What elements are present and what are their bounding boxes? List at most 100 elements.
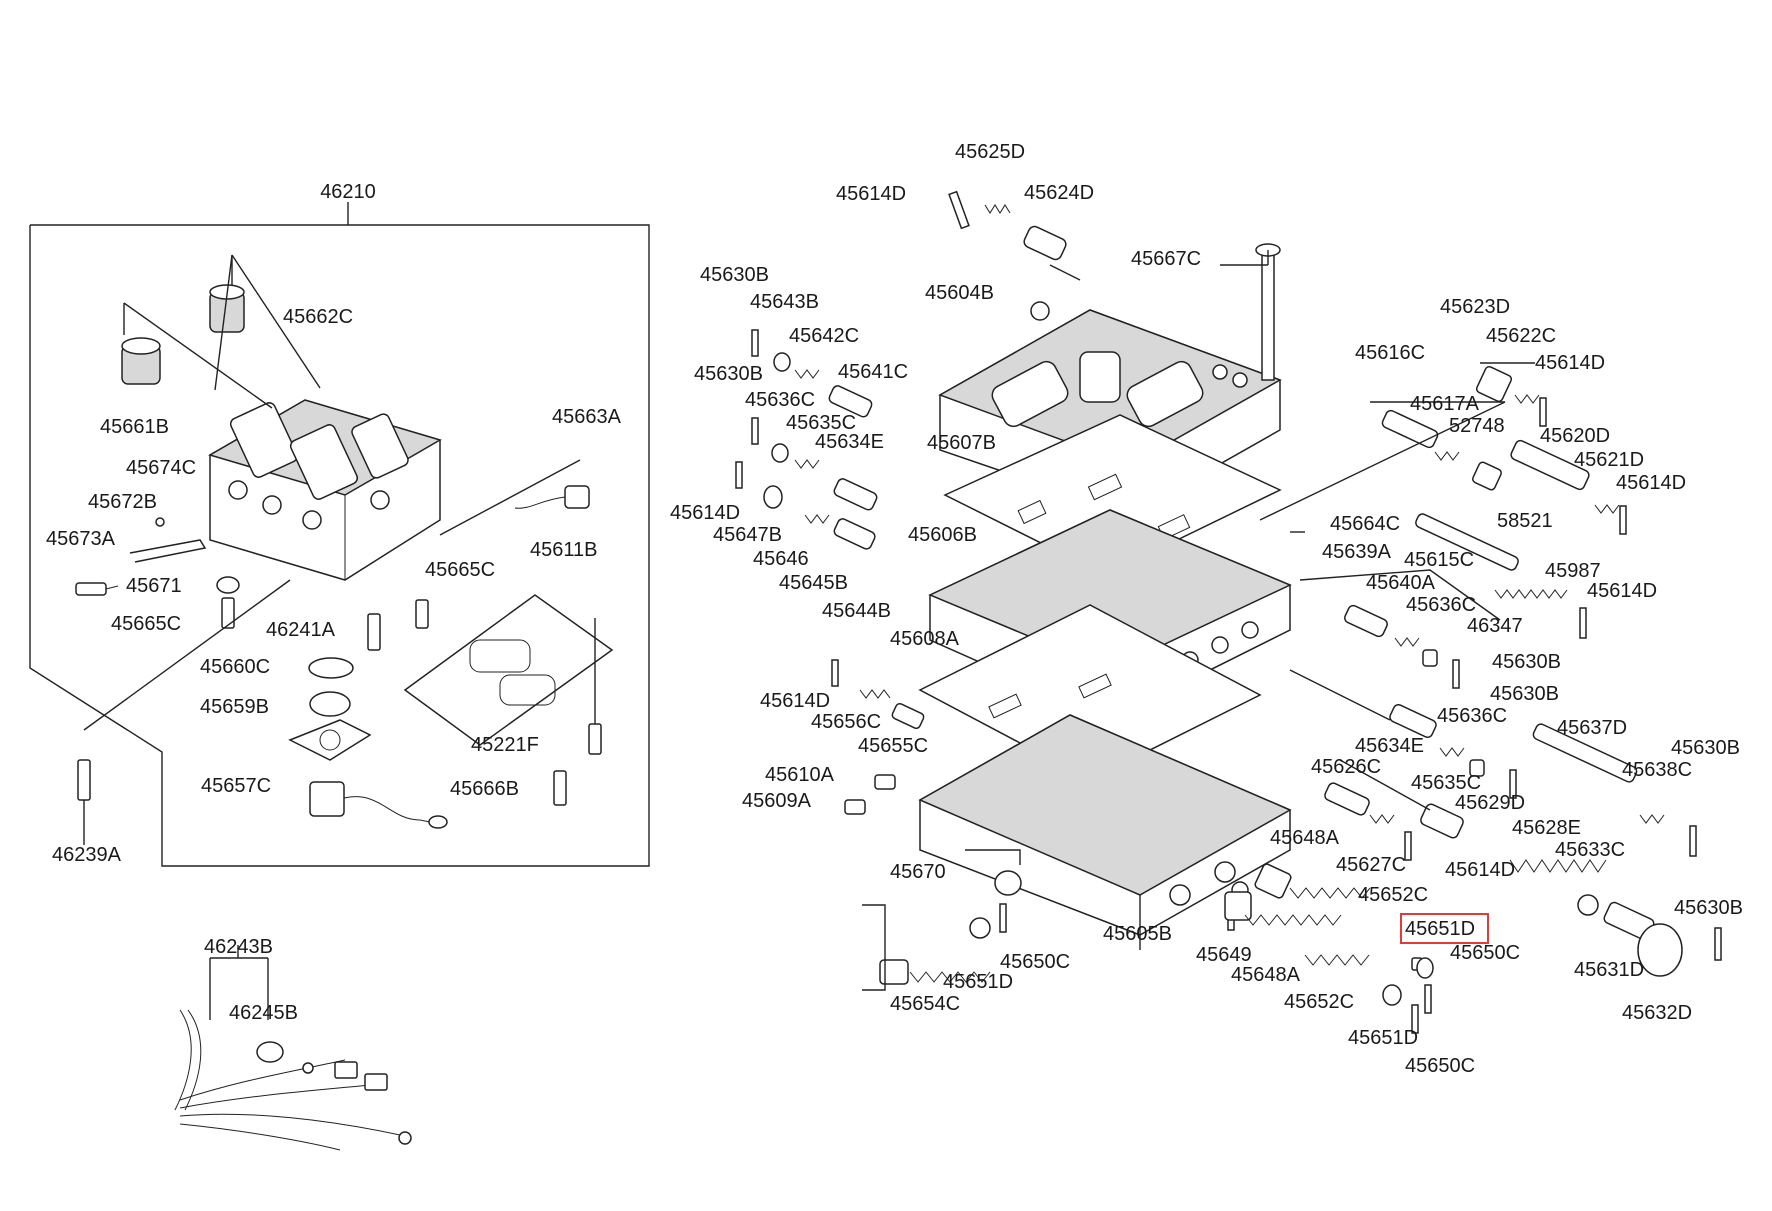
bolt-45666b: [553, 770, 567, 806]
label-45641c: 45641C: [838, 361, 908, 383]
plate-45611b: [403, 594, 614, 746]
solenoid-assembly-group: [29, 202, 650, 867]
label-45609a: 45609A: [742, 790, 812, 812]
label-45643b: 45643B: [750, 291, 819, 313]
label-45645b: 45645B: [779, 572, 848, 594]
label-45605b: 45605B: [1103, 923, 1172, 945]
label-45630b-1: 45630B: [700, 264, 769, 286]
label-45665c-a: 45665C: [425, 559, 495, 581]
leader-lines: [1220, 250, 1535, 811]
label-45628e: 45628E: [1512, 817, 1581, 839]
bolt-45665c: [221, 597, 429, 651]
label-58521: 58521: [1497, 510, 1553, 532]
label-45667c: 45667C: [1131, 248, 1201, 270]
label-45608a: 45608A: [890, 628, 960, 650]
label-45630b-4: 45630B: [1490, 683, 1559, 705]
label-45987: 45987: [1545, 560, 1601, 582]
label-45636c-1: 45636C: [745, 389, 815, 411]
wiring-harness: [174, 945, 412, 1151]
label-45630b-5: 45630B: [1671, 737, 1740, 759]
label-45634e-1: 45634E: [815, 431, 884, 453]
label-45648a-1: 45648A: [1270, 827, 1340, 849]
label-45638c: 45638C: [1622, 759, 1692, 781]
label-45636c-3: 45636C: [1437, 705, 1507, 727]
label-45659b: 45659B: [200, 696, 269, 718]
label-45640a: 45640A: [1366, 572, 1436, 594]
label-45627c: 45627C: [1336, 854, 1406, 876]
label-45622c: 45622C: [1486, 325, 1556, 347]
label-45639a: 45639A: [1322, 541, 1392, 563]
label-45657c: 45657C: [201, 775, 271, 797]
label-45672b: 45672B: [88, 491, 157, 513]
label-45614d-6: 45614D: [760, 690, 830, 712]
label-45673a: 45673A: [46, 528, 116, 550]
label-45650c-3: 45650C: [1405, 1055, 1475, 1077]
label-45625d: 45625D: [955, 141, 1025, 163]
label-46243b: 46243B: [204, 936, 273, 958]
label-45610a: 45610A: [765, 764, 835, 786]
label-45635c-1: 45635C: [786, 412, 856, 434]
label-45656c: 45656C: [811, 711, 881, 733]
label-45617a: 45617A: [1410, 393, 1480, 415]
bolt-45673a: [75, 582, 119, 596]
label-45614d-2: 45614D: [670, 502, 740, 524]
label-45637d: 45637D: [1557, 717, 1627, 739]
label-45626c: 45626C: [1311, 756, 1381, 778]
label-45670: 45670: [890, 861, 946, 883]
bracket-45672b: [129, 517, 207, 563]
label-45644b: 45644B: [822, 600, 891, 622]
label-45664c: 45664C: [1330, 513, 1400, 535]
highlight-box: [1400, 913, 1489, 944]
label-45654c: 45654C: [890, 993, 960, 1015]
label-46210: 46210: [320, 181, 376, 203]
solenoid-45661b: [121, 302, 273, 409]
label-45655c: 45655C: [858, 735, 928, 757]
solenoid-valve-body: [208, 399, 442, 581]
label-45623d: 45623D: [1440, 296, 1510, 318]
label-45633c: 45633C: [1555, 839, 1625, 861]
label-45629d: 45629D: [1455, 792, 1525, 814]
label-45624d: 45624D: [1024, 182, 1094, 204]
label-46347: 46347: [1467, 615, 1523, 637]
label-45642c: 45642C: [789, 325, 859, 347]
label-45614d-1: 45614D: [836, 183, 906, 205]
label-45647b: 45647B: [713, 524, 782, 546]
label-45646: 45646: [753, 548, 809, 570]
label-45651d-2: 45651D: [1348, 1027, 1418, 1049]
label-45614d-7: 45614D: [1445, 859, 1515, 881]
label-45630b-2: 45630B: [694, 363, 763, 385]
label-45615c: 45615C: [1404, 549, 1474, 571]
label-45663a: 45663A: [552, 406, 622, 428]
label-45661b: 45661B: [100, 416, 169, 438]
label-45662c: 45662C: [283, 306, 353, 328]
label-45652c-2: 45652C: [1284, 991, 1354, 1013]
washer-45671: [216, 576, 240, 594]
label-45606b: 45606B: [908, 524, 977, 546]
oring-45660c: [308, 657, 354, 679]
oring-45659b: [309, 691, 351, 717]
label-45221f: 45221F: [471, 734, 539, 756]
label-45630b-6: 45630B: [1674, 897, 1743, 919]
label-45614d-3: 45614D: [1535, 352, 1605, 374]
label-46241a: 46241A: [266, 619, 336, 641]
label-45620d: 45620D: [1540, 425, 1610, 447]
label-45651d-1: 45651D: [943, 971, 1013, 993]
label-45649: 45649: [1196, 944, 1252, 966]
label-45614d-5: 45614D: [1587, 580, 1657, 602]
label-45611b: 45611B: [530, 539, 597, 561]
label-46245b: 46245B: [229, 1002, 298, 1024]
gasket-45657c: [288, 719, 448, 829]
label-45630b-3: 45630B: [1492, 651, 1561, 673]
label-45607b: 45607B: [927, 432, 996, 454]
label-45650c-2: 45650C: [1000, 951, 1070, 973]
label-45651d-highlighted: 45651D: [1405, 918, 1475, 940]
label-45635c-2: 45635C: [1411, 772, 1481, 794]
label-45632d: 45632D: [1622, 1002, 1692, 1024]
label-45666b: 45666B: [450, 778, 519, 800]
part-labels: 46210 45662C 45661B 45663A 45674C 45672B…: [46, 141, 1743, 1077]
label-45614d-4: 45614D: [1616, 472, 1686, 494]
sensor-45663a: [439, 459, 590, 536]
bolt-46239a: [77, 759, 91, 845]
valve-components: [735, 190, 1722, 1034]
